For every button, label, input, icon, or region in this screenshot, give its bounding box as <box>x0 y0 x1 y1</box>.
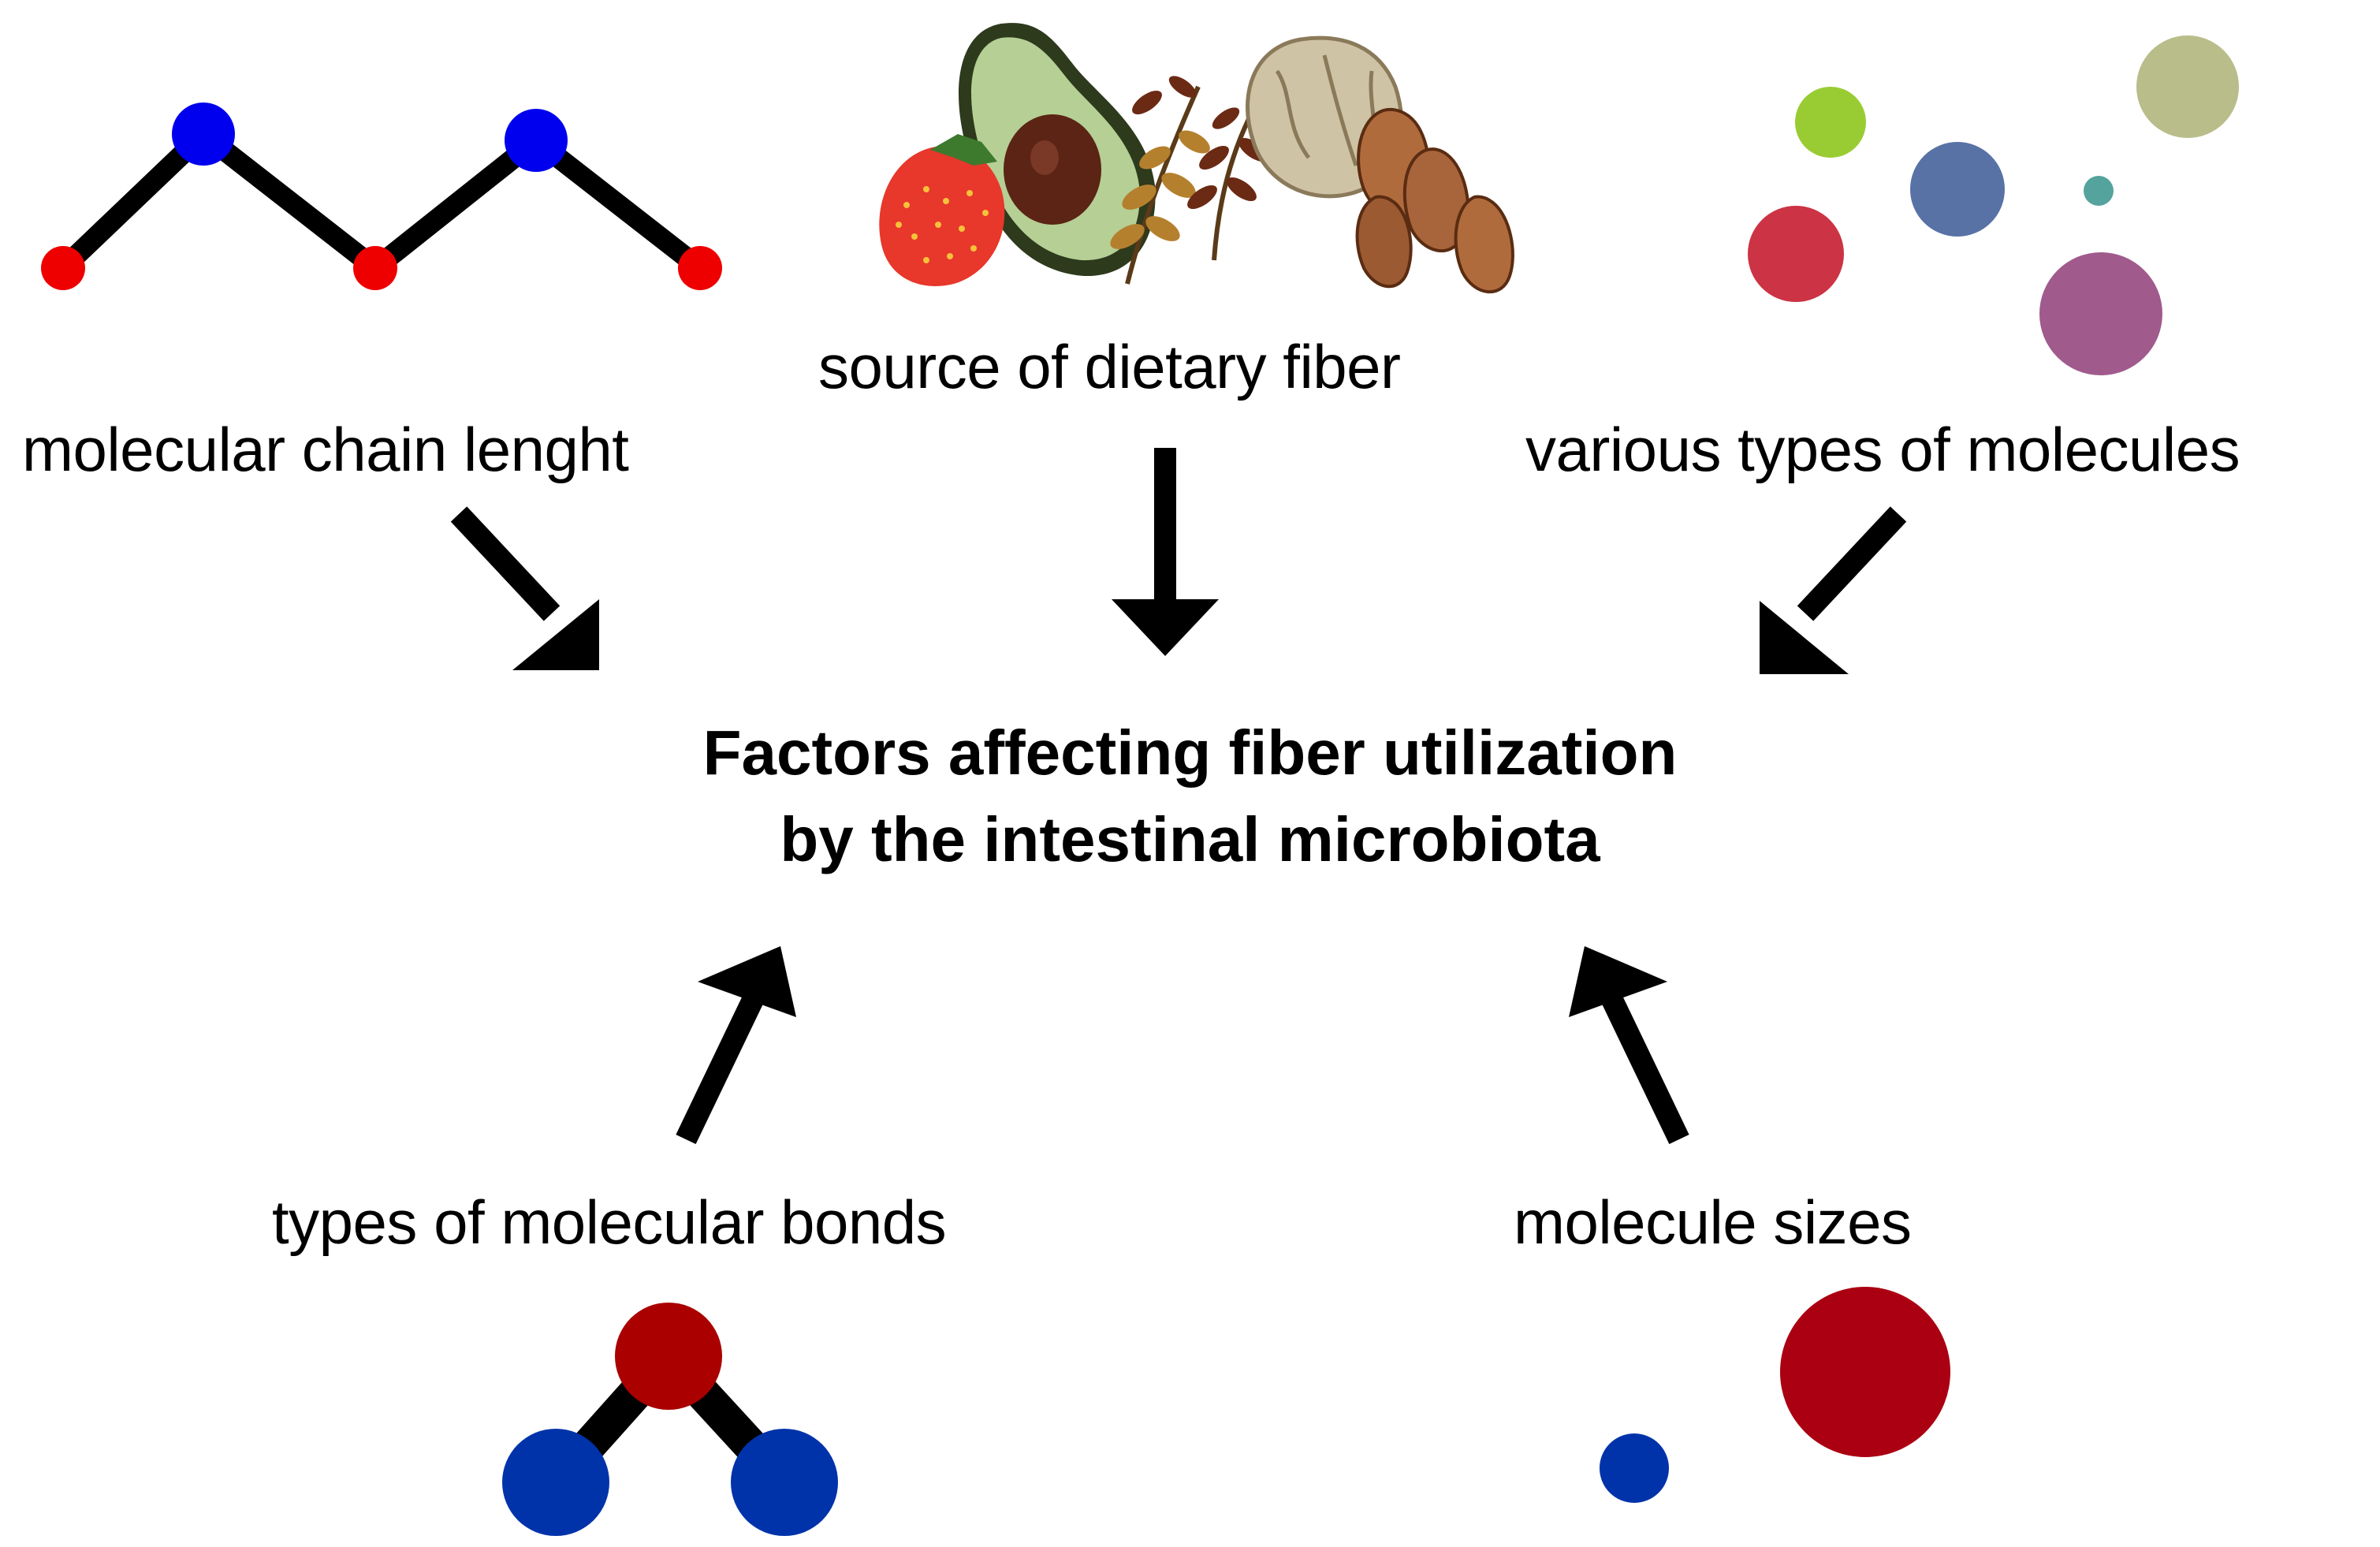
molecular-bond-icon <box>502 1303 838 1536</box>
molecule-size-icon <box>1600 1287 1950 1503</box>
arrow-fiber-source <box>1112 448 1219 656</box>
label-molecule-types: various types of molecules <box>1525 415 2240 484</box>
arrow-bond-types <box>676 946 796 1145</box>
label-fiber-source: source of dietary fiber <box>818 332 1401 401</box>
arrow-chain-length <box>450 506 599 670</box>
central-title: Factors affecting fiber utilization by t… <box>0 710 2380 883</box>
arrow-molecule-types <box>1760 506 1907 674</box>
title-line-2: by the intestinal microbiota <box>780 804 1600 874</box>
title-line-1: Factors affecting fiber utilization <box>702 718 1678 788</box>
label-bond-types: types of molecular bonds <box>272 1187 947 1257</box>
mixed-molecules-icon <box>1748 35 2239 375</box>
molecular-chain-icon <box>41 103 722 290</box>
arrow-molecule-sizes <box>1569 946 1689 1145</box>
label-chain-length: molecular chain lenght <box>22 415 629 484</box>
fruit-nut-food-icon <box>879 23 1514 294</box>
label-molecule-sizes: molecule sizes <box>1514 1187 1912 1257</box>
